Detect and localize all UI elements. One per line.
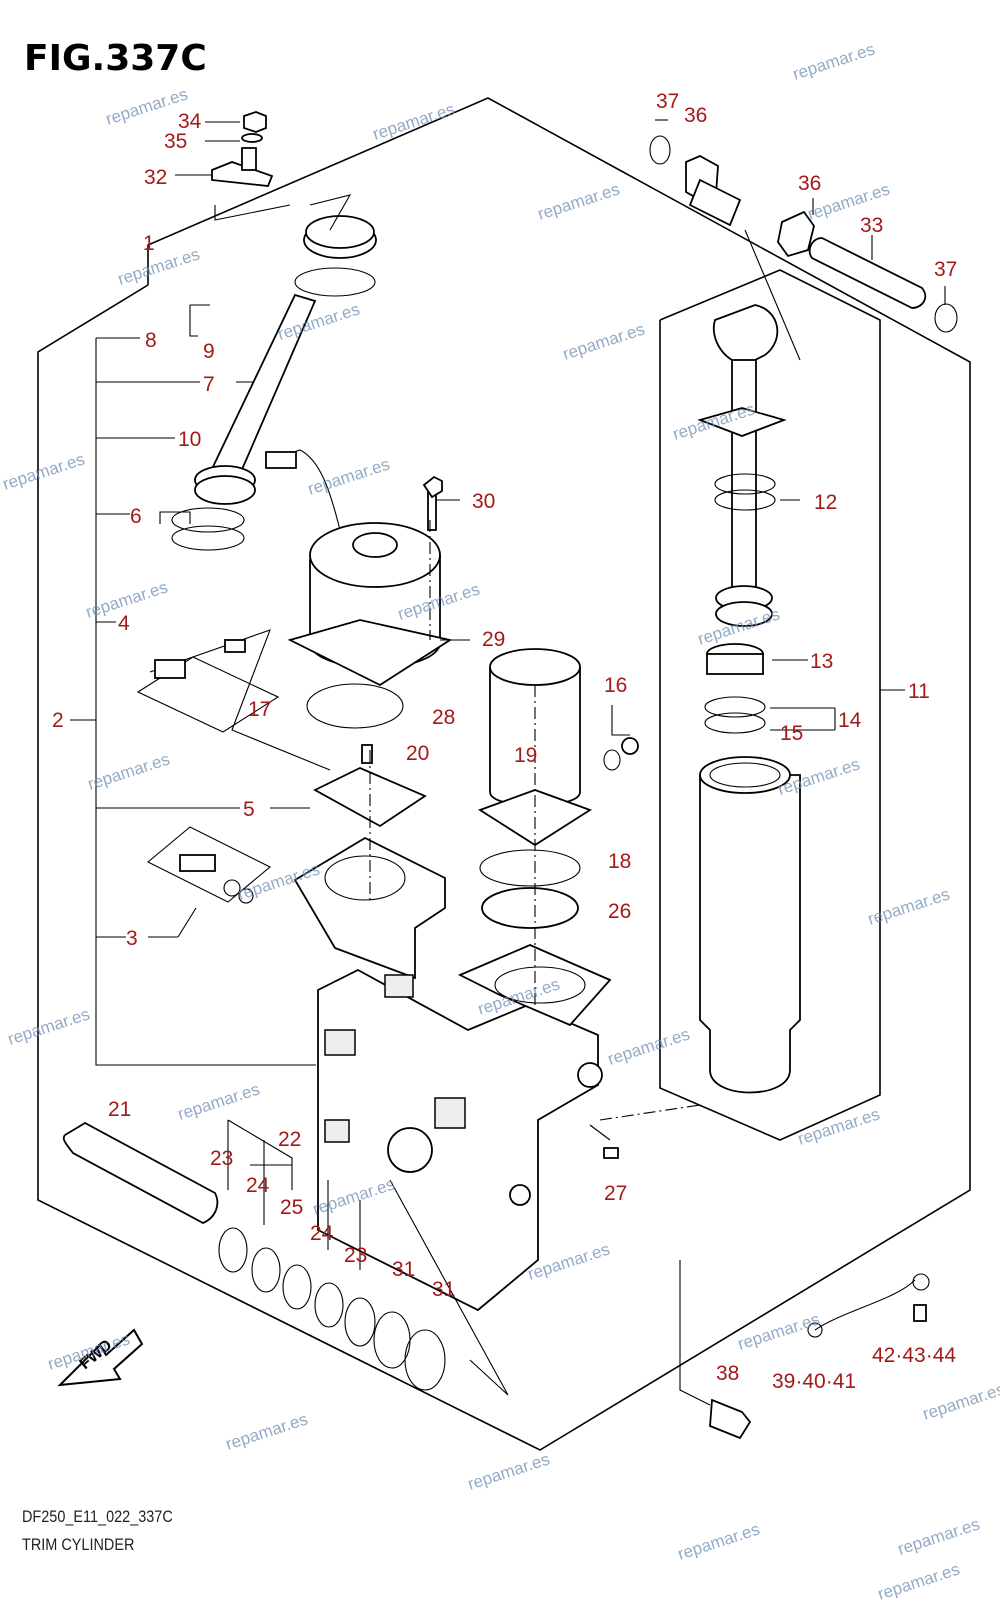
callout-c7: 7: [203, 373, 215, 396]
figure-title: FIG.337C: [24, 38, 207, 79]
callout-c14: 14: [838, 709, 862, 732]
alignment-lines: [149, 194, 801, 1121]
callout-c15: 15: [780, 722, 803, 745]
callout-c26: 26: [608, 900, 631, 923]
callout-c38: 38: [716, 1362, 739, 1385]
callout-c3: 3: [126, 927, 138, 950]
callout-c18: 18: [608, 850, 631, 873]
callout-c31a: 31: [392, 1258, 415, 1281]
callout-c28: 28: [432, 706, 455, 729]
callout-c2: 2: [52, 709, 64, 732]
callout-c8: 8: [145, 329, 157, 352]
callout-c22: 22: [278, 1128, 301, 1151]
watermark-text: repamar.es: [875, 1559, 962, 1600]
watermark-text: repamar.es: [115, 244, 202, 288]
o-rings: [306, 683, 581, 929]
callout-c34: 34: [178, 110, 202, 133]
reservoir-tube: [171, 215, 377, 551]
callout-c23b: 23: [344, 1244, 367, 1267]
watermark-text: repamar.es: [175, 1079, 262, 1123]
cylinder-frame: [659, 269, 905, 1141]
watermark-text: repamar.es: [223, 1409, 310, 1453]
watermark-text: repamar.es: [465, 1449, 552, 1493]
watermark-text: repamar.es: [5, 1004, 92, 1048]
watermark-text: repamar.es: [85, 749, 172, 793]
callout-c27: 27: [604, 1182, 627, 1205]
watermark-text: repamar.es: [790, 39, 877, 83]
watermark-text: repamar.es: [535, 179, 622, 223]
callout-c24a: 24: [246, 1174, 270, 1197]
callout-c32: 32: [144, 166, 167, 189]
callout-c11: 11: [908, 680, 930, 703]
watermark-text: repamar.es: [735, 1309, 822, 1353]
watermark-text: repamar.es: [370, 99, 457, 143]
callout-c39: 39·40·41: [772, 1370, 856, 1393]
callout-c25: 25: [280, 1196, 303, 1219]
callout-c23a: 23: [210, 1147, 233, 1170]
callout-c4: 4: [118, 612, 130, 635]
callout-c9: 9: [203, 340, 215, 363]
callout-c13: 13: [810, 650, 833, 673]
bolts-and-lead-wire: [589, 1124, 930, 1440]
callout-c20: 20: [406, 742, 429, 765]
callout-c35: 35: [164, 130, 187, 153]
watermark-text: repamar.es: [775, 754, 862, 798]
watermark-text: repamar.es: [560, 319, 647, 363]
callout-c33: 33: [860, 214, 883, 237]
upper-shaft: [649, 119, 958, 333]
callout-c19: 19: [514, 744, 537, 767]
callout-c21: 21: [108, 1098, 131, 1121]
drain-plug-assembly: [175, 111, 274, 187]
callout-c36a: 36: [684, 104, 707, 127]
left-bracket-lines: [70, 304, 316, 1066]
frame-outline: [37, 97, 971, 1451]
callout-c1: 1: [143, 232, 155, 255]
trim-cylinder: [697, 304, 836, 1094]
callout-c16: 16: [604, 674, 627, 697]
lower-shaft-and-rings: [62, 1119, 509, 1396]
pump-body: [293, 836, 612, 1312]
callout-c36b: 36: [798, 172, 821, 195]
callout-c10: 10: [178, 428, 201, 451]
callout-c30: 30: [472, 490, 495, 513]
callout-c37b: 37: [934, 258, 957, 281]
watermark-text: repamar.es: [605, 1024, 692, 1068]
trim-motor: [287, 475, 470, 687]
callout-c5: 5: [243, 798, 255, 821]
callout-c42: 42·43·44: [872, 1344, 956, 1367]
callout-c37a: 37: [656, 90, 679, 113]
watermark-text: repamar.es: [895, 1514, 982, 1558]
watermark-text: repamar.es: [275, 299, 362, 343]
model-code: DF250_E11_022_337C: [22, 1507, 173, 1526]
figure-name: TRIM CYLINDER: [22, 1535, 135, 1554]
watermark-text: repamar.es: [865, 884, 952, 928]
check-valves: [136, 639, 280, 904]
watermark-text: repamar.es: [305, 454, 392, 498]
watermark-text: repamar.es: [0, 449, 87, 493]
watermark-text: repamar.es: [920, 1379, 1000, 1423]
callout-c24b: 24: [310, 1222, 334, 1245]
callout-c6: 6: [130, 505, 142, 528]
callout-c29: 29: [482, 628, 505, 651]
watermark-text: repamar.es: [675, 1519, 762, 1563]
callout-c17: 17: [248, 698, 271, 721]
callout-c31b: 31: [432, 1278, 455, 1301]
callout-c12: 12: [814, 491, 837, 514]
watermark-text: repamar.es: [795, 1104, 882, 1148]
